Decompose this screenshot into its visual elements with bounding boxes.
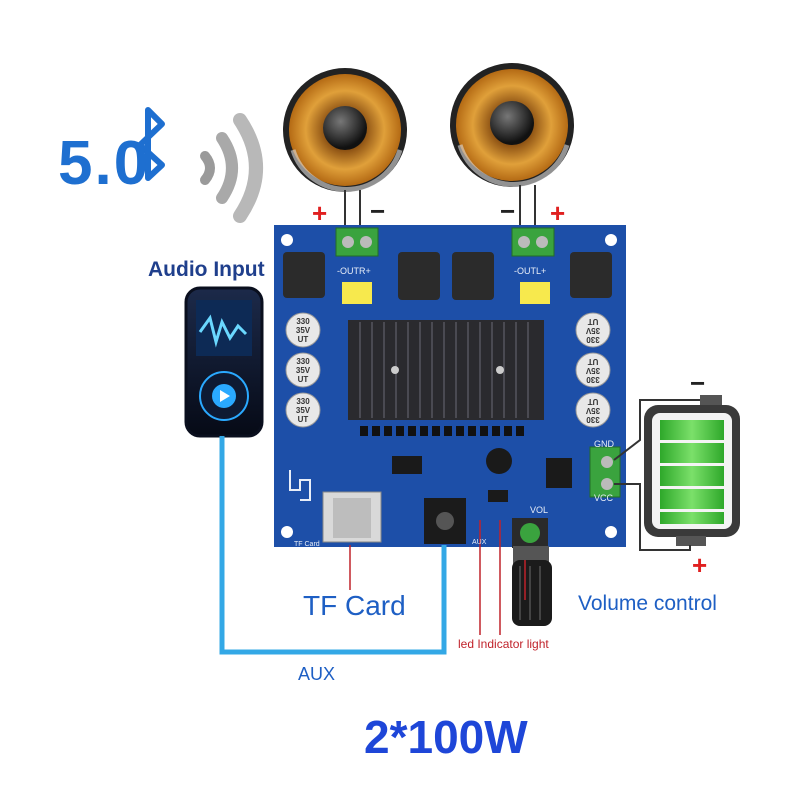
play-icon — [220, 390, 230, 402]
minus-sign: − — [370, 196, 386, 226]
aux-cable — [219, 436, 447, 655]
led-indicator-label: led Indicator light — [458, 637, 549, 651]
aux-label: AUX — [298, 664, 336, 684]
vcc-label: VCC — [594, 493, 614, 503]
out-left-label: -OUTL+ — [514, 266, 547, 276]
speaker-icon — [450, 63, 574, 187]
volume-knob — [512, 546, 552, 626]
wifi-signal-icon — [200, 113, 263, 223]
plus-sign: + — [312, 198, 328, 228]
minus-sign: − — [500, 196, 516, 226]
plus-sign: + — [550, 198, 566, 228]
aux-silkscreen: AUX — [472, 539, 487, 546]
out-right-label: -OUTR+ — [337, 266, 371, 276]
gnd-label: GND — [594, 439, 614, 449]
tf-card-label: TF Card — [303, 590, 406, 621]
speaker-icon — [283, 68, 407, 192]
volume-control-label: Volume control — [578, 592, 717, 615]
battery-plus-sign: + — [692, 550, 708, 580]
battery-icon — [644, 395, 740, 546]
audio-input-label: Audio Input — [148, 258, 265, 281]
power-rating: 2*100W — [364, 711, 528, 763]
bluetooth-icon — [137, 107, 165, 181]
music-player-icon — [184, 286, 264, 438]
bluetooth-version: 5.0 — [58, 129, 151, 198]
amplifier-board — [274, 225, 626, 548]
vol-label: VOL — [530, 505, 549, 515]
tf-silkscreen: TF Card — [294, 541, 320, 548]
battery-minus-sign: − — [690, 368, 706, 398]
